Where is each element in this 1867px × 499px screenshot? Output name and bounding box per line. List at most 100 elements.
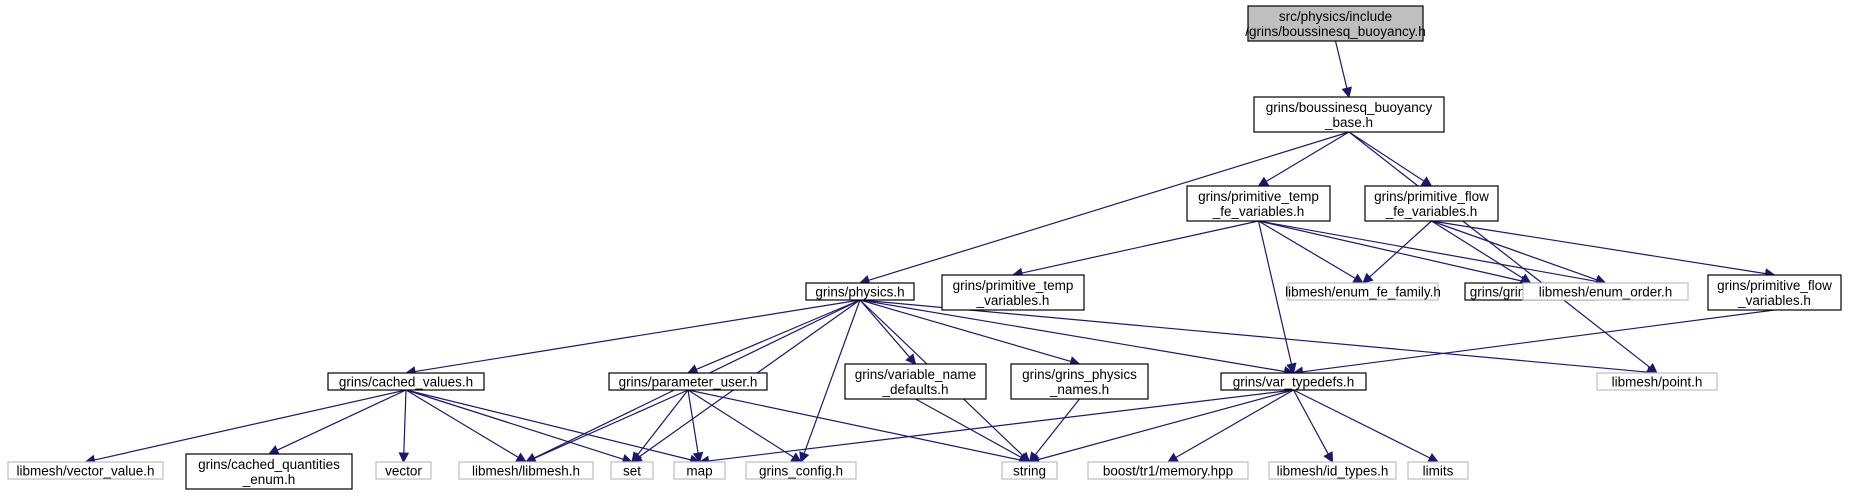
edge-line: [687, 389, 794, 458]
node-label: grins/primitive_temp: [1198, 189, 1319, 204]
edge-line: [915, 398, 1022, 459]
edge-arrowhead: [631, 451, 643, 463]
edge-line: [1348, 131, 1651, 368]
edge-line: [405, 389, 519, 458]
edge-line: [1257, 220, 1293, 365]
node-box: [941, 274, 1085, 311]
edge-line: [1334, 40, 1348, 89]
edge-line: [859, 299, 1285, 373]
node-string[interactable]: string: [1001, 461, 1058, 480]
node-label: libmesh/point.h: [1612, 375, 1703, 390]
node-label: grins/parameter_user.h: [619, 375, 758, 390]
node-label: libmesh/enum_fe_family.h: [1285, 285, 1441, 300]
node-label: _variables.h: [1737, 293, 1811, 308]
node-vector[interactable]: vector: [375, 461, 432, 480]
node-label: /grins/boussinesq_buoyancy.h: [1245, 24, 1426, 39]
node-box: [1364, 185, 1499, 222]
node-label: _fe_variables.h: [1212, 204, 1305, 219]
node-box: [1010, 363, 1149, 400]
node-box: [1087, 461, 1249, 480]
edge-line: [1293, 389, 1431, 459]
edge-arrowhead: [1362, 272, 1374, 284]
edge-line: [1258, 220, 1597, 283]
edge-line: [637, 389, 689, 456]
node-box: [844, 363, 987, 400]
edge-line: [94, 389, 407, 461]
edge-arrowhead: [1341, 86, 1352, 99]
node-physics[interactable]: grins/physics.h: [805, 282, 915, 301]
node-vtd[interactable]: grins/var_typedefs.h: [1220, 372, 1367, 391]
edge-line: [696, 299, 861, 371]
node-label: _fe_variables.h: [1385, 204, 1478, 219]
edge-line: [708, 389, 1294, 462]
node-box: [1253, 96, 1445, 133]
node-box: [1247, 5, 1424, 42]
edge-line: [1021, 220, 1259, 274]
edge-arrowhead: [799, 451, 810, 464]
node-label: limits: [1423, 464, 1454, 479]
edge-vtd-to-idtypes: [1292, 389, 1334, 463]
node-label: grins/primitive_flow: [1717, 278, 1832, 293]
node-box: [673, 461, 726, 480]
edge-line: [687, 389, 1021, 461]
node-fefam[interactable]: libmesh/enum_fe_family.h: [1285, 282, 1441, 301]
edge-arrowhead: [1257, 176, 1270, 187]
node-pfv[interactable]: grins/primitive_flow_variables.h: [1707, 274, 1842, 311]
node-pffe[interactable]: grins/primitive_flow_fe_variables.h: [1364, 185, 1499, 222]
edge-puser-to-map: [687, 389, 704, 464]
edge-base-to-pffe: [1348, 131, 1433, 187]
node-memory[interactable]: boost/tr1/memory.hpp: [1087, 461, 1249, 480]
node-root[interactable]: src/physics/include/grins/boussinesq_buo…: [1245, 5, 1426, 42]
edge-cached-to-libmesh: [405, 389, 527, 463]
edge-line: [1034, 398, 1080, 456]
edge-cached-to-vecval: [84, 389, 407, 466]
node-gpn[interactable]: grins/grins_physics_names.h: [1010, 363, 1149, 400]
node-vnd[interactable]: grins/variable_name_defaults.h: [844, 363, 987, 400]
node-layer: src/physics/include/grins/boussinesq_buo…: [7, 5, 1842, 490]
node-idtypes[interactable]: libmesh/id_types.h: [1268, 461, 1397, 480]
edge-line: [1265, 131, 1350, 182]
node-vecval[interactable]: libmesh/vector_value.h: [7, 461, 164, 480]
edge-pfv-to-vtd: [1292, 309, 1775, 378]
node-base[interactable]: grins/boussinesq_buoyancy_base.h: [1253, 96, 1445, 133]
edge-puser-to-set: [631, 389, 689, 463]
edge-line: [1369, 220, 1432, 278]
node-point[interactable]: libmesh/point.h: [1596, 372, 1718, 391]
edge-line: [1292, 389, 1329, 455]
node-ptfe[interactable]: grins/primitive_temp_fe_variables.h: [1186, 185, 1331, 222]
node-label: grins/physics.h: [815, 285, 904, 300]
node-map[interactable]: map: [673, 461, 726, 480]
node-box: [458, 461, 594, 480]
node-eorder[interactable]: libmesh/enum_order.h: [1522, 282, 1689, 301]
edge-line: [405, 389, 691, 461]
node-label: _names.h: [1049, 382, 1109, 397]
node-box: [805, 282, 915, 301]
edge-line: [1258, 220, 1356, 279]
edge-vtd-to-string: [1028, 389, 1294, 465]
edge-line: [414, 299, 861, 373]
edge-cached-to-vector: [398, 389, 410, 464]
edge-line: [405, 389, 624, 460]
edge-arrowhead: [1352, 273, 1364, 284]
node-puser[interactable]: grins/parameter_user.h: [608, 372, 768, 391]
node-label: vector: [385, 464, 422, 479]
edge-vnd-to-string: [915, 398, 1031, 463]
node-label: grins/cached_values.h: [339, 375, 473, 390]
node-libmesh[interactable]: libmesh/libmesh.h: [458, 461, 594, 480]
node-limits[interactable]: limits: [1407, 461, 1469, 480]
node-box: [327, 372, 485, 391]
node-label: boost/tr1/memory.hpp: [1103, 464, 1233, 479]
node-box: [185, 453, 353, 490]
node-set[interactable]: set: [610, 461, 654, 480]
edge-physics-to-cached: [404, 299, 861, 377]
edge-arrowhead: [1323, 451, 1334, 463]
node-ptv[interactable]: grins/primitive_temp_variables.h: [941, 274, 1085, 311]
node-gconfig[interactable]: grins_config.h: [745, 461, 857, 480]
edge-line: [276, 389, 407, 451]
node-cqe[interactable]: grins/cached_quantities_enum.h: [185, 453, 353, 490]
node-box: [1707, 274, 1842, 311]
edge-line: [403, 389, 407, 454]
edge-physics-to-gconfig: [799, 299, 861, 464]
node-label: libmesh/enum_order.h: [1539, 285, 1673, 300]
node-cached[interactable]: grins/cached_values.h: [327, 372, 485, 391]
